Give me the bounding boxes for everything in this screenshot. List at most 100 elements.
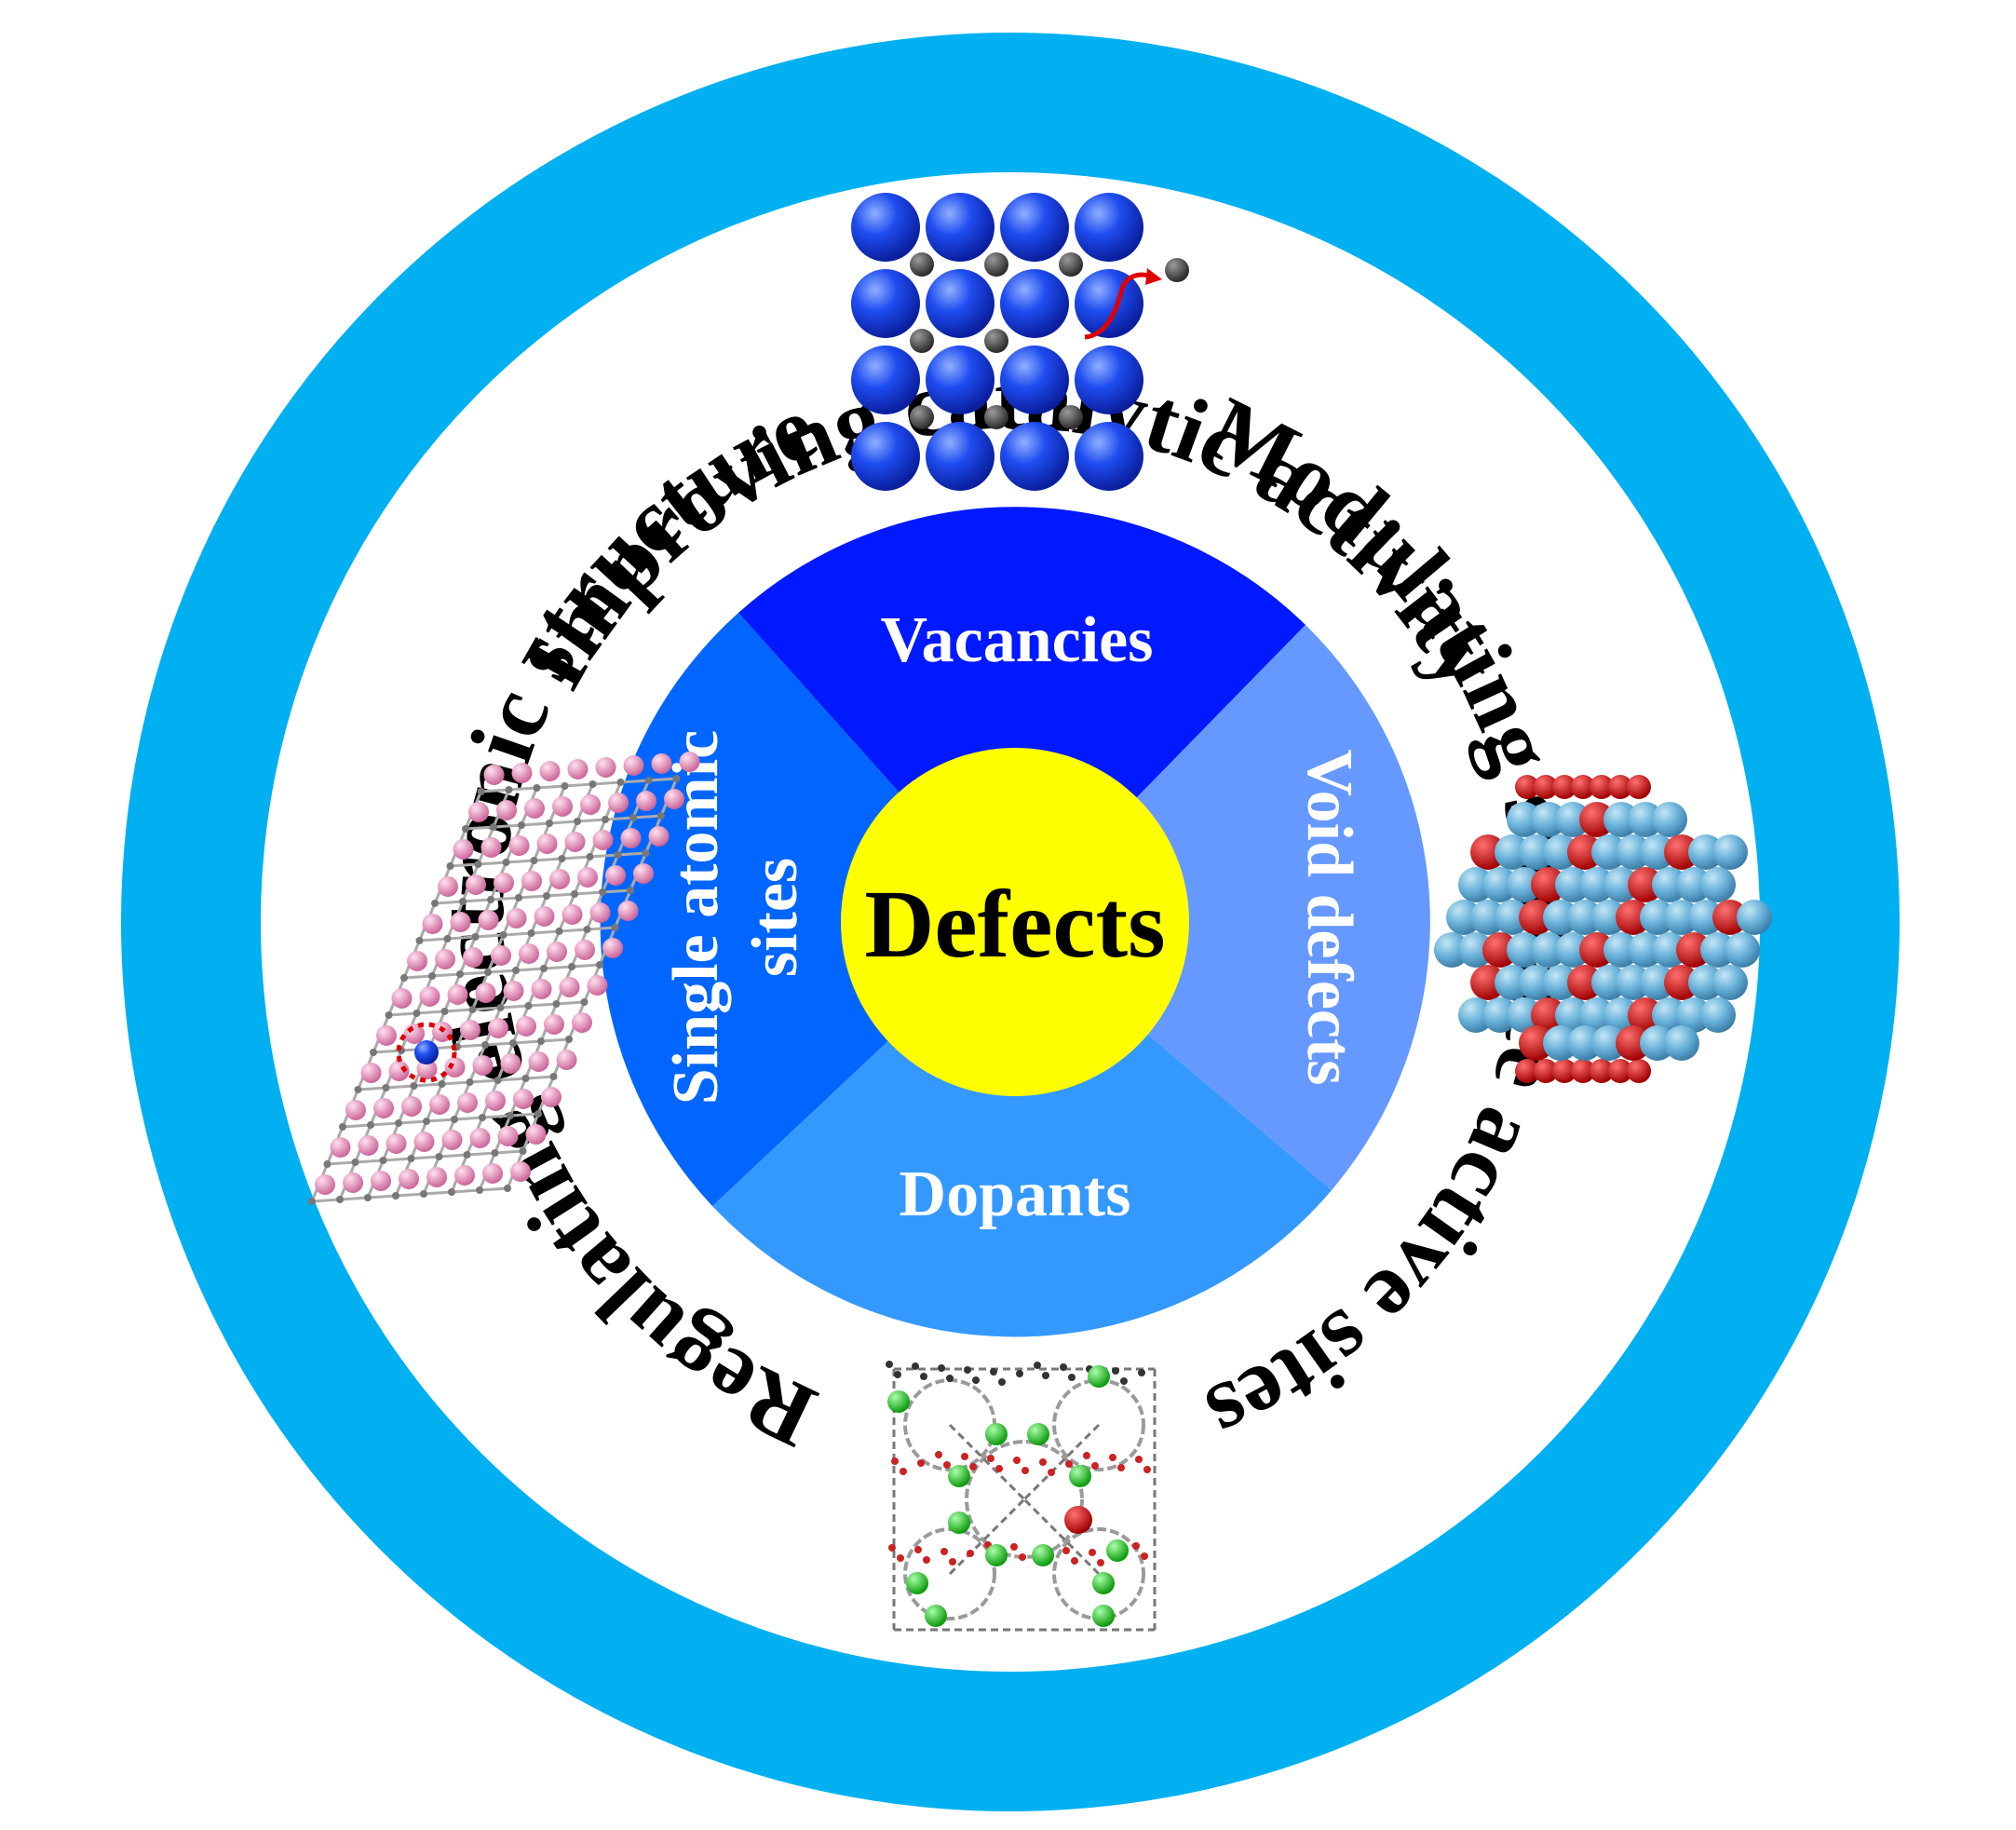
pink-atom <box>444 1057 466 1078</box>
lattice-bond <box>472 1006 501 1011</box>
framework-atom <box>914 1546 922 1553</box>
pink-atom <box>516 1016 536 1037</box>
metal-atom <box>1664 1025 1699 1061</box>
sector-label-right: Void defects <box>1293 749 1365 1085</box>
pink-atom <box>401 1096 422 1117</box>
pink-atom <box>506 908 527 929</box>
lattice-node <box>524 1002 533 1010</box>
sector-label-left-line2: sites <box>739 858 811 977</box>
host-atom-sphere <box>926 269 994 338</box>
lattice-node <box>534 1110 542 1118</box>
framework-atom <box>886 1361 893 1368</box>
lattice-node <box>552 1000 561 1008</box>
lattice-node <box>456 970 464 978</box>
lattice-bond <box>478 861 507 866</box>
pink-atom <box>358 1135 379 1156</box>
lattice-bond <box>540 1037 570 1043</box>
metal-atom <box>1434 932 1469 968</box>
lattice-bond <box>467 1151 495 1157</box>
lattice-bond <box>416 1010 445 1015</box>
metal-atom <box>1640 965 1675 1000</box>
lattice-node <box>546 820 553 827</box>
pink-atom <box>488 1018 508 1038</box>
lattice-bond <box>493 823 522 829</box>
pink-atom <box>510 1161 531 1182</box>
framework-atom <box>1065 1460 1073 1468</box>
metal-atom <box>1531 802 1566 837</box>
oxygen-atom <box>1608 775 1632 799</box>
framework-atom <box>1120 1377 1128 1385</box>
lattice-node <box>354 1086 362 1093</box>
lattice-node <box>580 998 589 1006</box>
pink-atom <box>528 1051 549 1072</box>
metal-atom <box>1567 900 1603 935</box>
sector-bottom <box>712 922 1332 1337</box>
lattice-node <box>385 1011 393 1019</box>
lattice-node <box>400 974 408 982</box>
sector-label-bottom: Dopants <box>900 1159 1131 1230</box>
lattice-node <box>644 777 653 784</box>
host-atom-sphere <box>926 193 994 262</box>
framework-atom <box>1060 1363 1067 1371</box>
framework-ring <box>965 1440 1084 1559</box>
framework-atom <box>987 1455 994 1462</box>
lattice-node <box>558 855 566 862</box>
lattice-bond <box>490 896 520 901</box>
pink-atom <box>617 901 639 921</box>
pink-atom <box>478 910 499 930</box>
lattice-node <box>407 1155 415 1162</box>
lattice-bond <box>562 855 590 861</box>
lattice-node <box>602 816 609 823</box>
framework-atom <box>920 1373 927 1380</box>
framework-atom <box>1016 1370 1023 1377</box>
lattice-node <box>614 851 622 859</box>
pink-atom <box>482 1163 503 1184</box>
framework-atom <box>940 1548 948 1555</box>
lattice-bond <box>434 900 464 905</box>
host-atom-sphere <box>851 193 920 262</box>
pink-atom <box>648 826 670 847</box>
lattice-node <box>428 972 436 980</box>
green-metal-atom <box>1027 1423 1049 1445</box>
lattice-bond <box>521 821 550 827</box>
oxygen-atom <box>1627 775 1651 799</box>
pink-atom <box>534 906 555 927</box>
lattice-node <box>468 1006 477 1013</box>
pink-atom <box>413 1132 435 1152</box>
lattice-bond <box>648 777 677 782</box>
framework-atom <box>1071 1557 1078 1565</box>
oxygen-atom <box>1664 965 1699 1000</box>
pink-atom <box>463 947 483 968</box>
metal-atom <box>1591 900 1627 935</box>
pink-atom <box>580 794 601 815</box>
metal-atom <box>1640 834 1675 870</box>
pink-atom <box>636 791 656 811</box>
lattice-node <box>599 888 606 896</box>
oxygen-atom <box>1567 965 1603 1000</box>
oxygen-atom <box>1579 802 1615 837</box>
framework-atom <box>1083 1452 1090 1459</box>
lattice-bond <box>386 1084 414 1090</box>
pink-atom <box>453 839 474 860</box>
framework-atom <box>990 1368 997 1376</box>
pink-atom <box>633 863 654 884</box>
pink-atom <box>595 757 616 778</box>
framework-atom <box>943 1461 951 1469</box>
lattice-bond <box>459 970 489 976</box>
pink-atom <box>386 1133 407 1154</box>
framework-atom <box>923 1556 930 1564</box>
lattice-node <box>410 1082 418 1090</box>
host-atom-sphere <box>1000 269 1069 338</box>
pink-atom <box>536 834 558 854</box>
metal-atom <box>1616 965 1651 1000</box>
dopant-framework-icon <box>886 1361 1157 1632</box>
lattice-bond <box>480 788 509 793</box>
lattice-bond <box>548 820 578 825</box>
lattice-node <box>413 1010 421 1017</box>
metal-atom <box>1603 867 1639 902</box>
interstitial-atom <box>984 252 1008 277</box>
metal-atom <box>1700 867 1736 902</box>
lattice-bond <box>518 894 548 900</box>
lattice-node <box>466 1078 474 1086</box>
pink-atom <box>419 986 440 1007</box>
